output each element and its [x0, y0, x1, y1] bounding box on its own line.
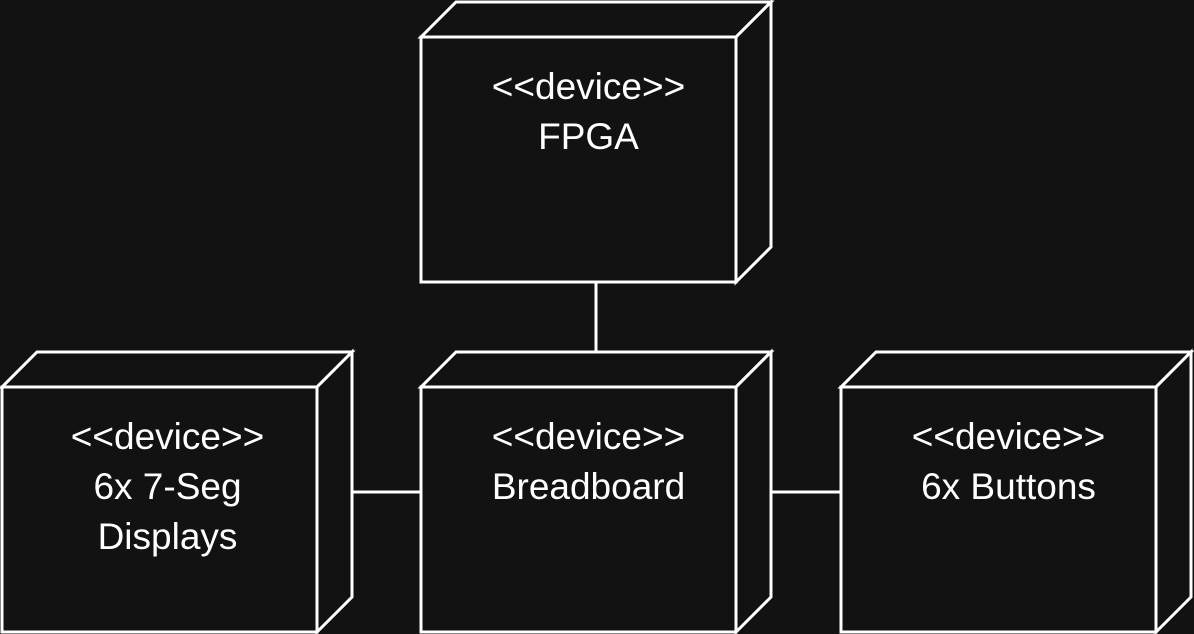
- node-fpga[interactable]: [417, 0, 775, 286]
- node-breadboard-name: Breadboard: [491, 466, 686, 507]
- node-buttons-label: <<device>> 6x Buttons: [841, 412, 1176, 512]
- node-seg-name-line1: 6x 7-Seg: [93, 466, 242, 507]
- node-breadboard-label: <<device>> Breadboard: [421, 412, 756, 512]
- node-seg-name-line2: Displays: [97, 516, 238, 557]
- node-breadboard-stereotype: <<device>>: [491, 416, 686, 457]
- node-breadboard-top-face: [417, 350, 775, 389]
- node-buttons-top-face: [837, 350, 1194, 389]
- node-fpga-label: <<device>> FPGA: [421, 62, 756, 162]
- node-buttons-stereotype: <<device>>: [911, 416, 1106, 457]
- node-fpga-name: FPGA: [538, 116, 639, 157]
- node-buttons-front-face: [839, 385, 1158, 634]
- node-breadboard-front-face: [419, 385, 738, 634]
- node-buttons[interactable]: [837, 348, 1194, 634]
- node-seg-top-face: [0, 350, 356, 389]
- node-seg[interactable]: [0, 348, 356, 634]
- node-buttons-name: 6x Buttons: [921, 466, 1096, 507]
- node-breadboard[interactable]: [417, 348, 775, 634]
- node-fpga-front-face: [419, 35, 738, 284]
- node-seg-front-face: [0, 385, 319, 634]
- node-fpga-stereotype: <<device>>: [491, 66, 686, 107]
- node-seg-stereotype: <<device>>: [70, 416, 265, 457]
- node-seg-label: <<device>> 6x 7-Seg Displays: [0, 412, 335, 562]
- node-fpga-top-face: [417, 0, 775, 39]
